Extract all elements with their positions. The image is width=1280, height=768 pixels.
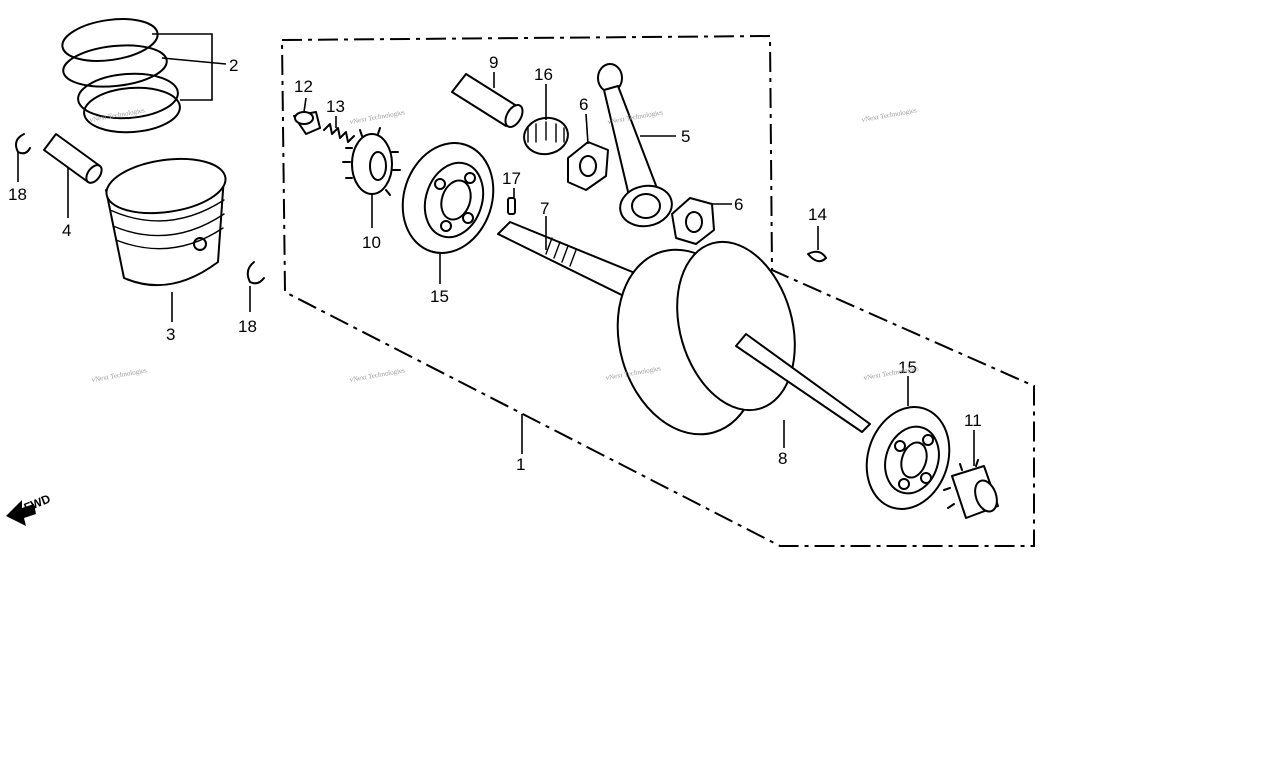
leader-lines	[17, 33, 975, 466]
callout-14: 14	[808, 205, 827, 224]
callout-8: 8	[778, 449, 787, 468]
callout-15-left: 15	[430, 287, 449, 306]
callout-12: 12	[294, 77, 313, 96]
watermark: vNext Technologies	[91, 366, 148, 384]
part-15-bearing-left	[401, 142, 495, 254]
part-14-key	[807, 250, 827, 263]
callout-6-lower: 6	[734, 195, 743, 214]
watermark: vNext Technologies	[89, 106, 146, 124]
callout-4: 4	[62, 221, 71, 240]
part-5-connecting-rod	[597, 63, 673, 228]
callout-6-upper: 6	[579, 95, 588, 114]
watermark: vNext Technologies	[861, 106, 918, 124]
callout-18-left: 18	[8, 185, 27, 204]
callout-15-right: 15	[898, 358, 917, 377]
callout-13: 13	[326, 97, 345, 116]
callout-17: 17	[502, 169, 521, 188]
piston-pin	[43, 133, 103, 184]
watermark: vNext Technologies	[349, 108, 406, 126]
part-16-needle-bearing	[523, 116, 569, 156]
callout-5: 5	[681, 127, 690, 146]
part-13-spring	[323, 123, 355, 143]
callout-labels: 1 2 3 4 5 6 6 7 8 9 10 11 12 13 14 15 15…	[8, 53, 982, 474]
piston-pin-clip-left	[15, 133, 31, 155]
callout-9: 9	[489, 53, 498, 72]
part-10-gear	[342, 127, 401, 196]
callout-2: 2	[229, 56, 238, 75]
piston	[105, 157, 227, 287]
assembly-outline	[280, 34, 1035, 547]
watermark: vNext Technologies	[349, 366, 406, 384]
watermark: vNext Technologies	[863, 364, 920, 382]
part-17-dowel	[507, 197, 516, 215]
callout-3: 3	[166, 325, 175, 344]
piston-pin-clip-right	[246, 261, 265, 285]
callout-11: 11	[964, 411, 982, 430]
part-12-cap	[293, 111, 321, 135]
crankshaft	[497, 221, 871, 436]
part-9-crank-pin	[451, 73, 524, 128]
callout-18-right: 18	[238, 317, 257, 336]
part-11-sprocket	[943, 459, 999, 519]
callout-7: 7	[540, 199, 549, 218]
fwd-label: FWD	[22, 491, 53, 514]
part-15-bearing-right	[865, 406, 951, 510]
callout-1: 1	[516, 455, 525, 474]
part-6-washer-lower	[671, 197, 715, 245]
part-6-washer-upper	[567, 141, 609, 191]
callout-16: 16	[534, 65, 553, 84]
fwd-arrow-icon: FWD	[6, 491, 53, 526]
callout-10: 10	[362, 233, 381, 252]
